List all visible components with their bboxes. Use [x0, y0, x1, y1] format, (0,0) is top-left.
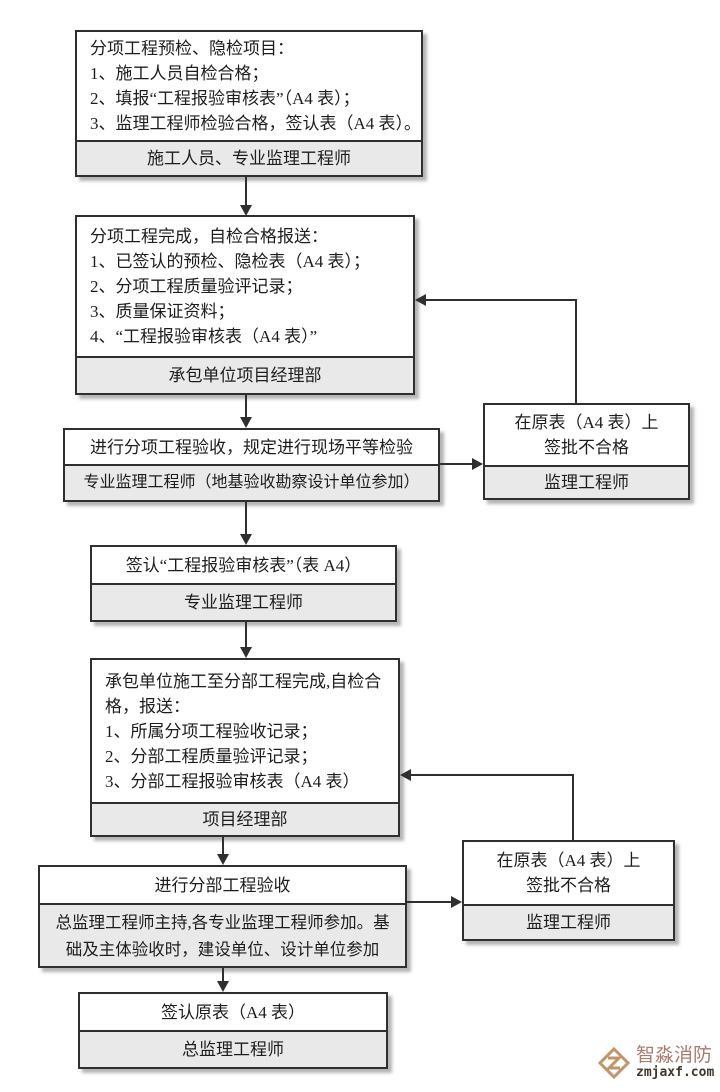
box-footer-role: 施工人员、专业监理工程师	[77, 140, 421, 175]
text-line: 2、分项工程质量验评记录；	[90, 277, 303, 296]
connector-reject2-back-box5	[411, 774, 574, 776]
box-body: 在原表（A4 表）上 签批不合格	[464, 842, 673, 904]
box-division-complete: 承包单位施工至分部工程完成,自检合 格，报送： 1、所属分项工程验收记录； 2、…	[90, 658, 400, 837]
text-line: 在原表（A4 表）上	[496, 851, 641, 870]
arrowhead-down-icon	[217, 854, 229, 865]
text-line: 在原表（A4 表）上	[514, 413, 659, 432]
box-footer-role: 承包单位项目经理部	[77, 356, 413, 393]
text-line: 3、分部工程报验审核表（A4 表）	[105, 771, 360, 791]
box-footer-role: 监理工程师	[485, 465, 688, 498]
text-line: 进行分项工程验收，规定进行现场平等检验	[90, 437, 413, 457]
arrowhead-down-icon	[240, 647, 252, 658]
text-line: 3、质量保证资料；	[90, 302, 235, 321]
watermark-text: 智淼消防 zmjaxf.com	[636, 1046, 714, 1080]
arrowhead-down-icon	[240, 205, 252, 216]
connector-reject1-back-box2	[426, 299, 577, 301]
text-line: 进行分部工程验收	[154, 875, 291, 895]
connector-box1-box2	[245, 177, 247, 206]
text-line: 1、已签认的预检、隐检表（A4 表）；	[90, 252, 371, 271]
box-body: 签认原表（A4 表）	[80, 994, 386, 1030]
arrowhead-right-icon	[472, 458, 483, 470]
box-body: 分项工程预检、隐检项目： 1、施工人员自检合格； 2、填报“工程报验审核表”（A…	[77, 32, 421, 140]
box-body: 在原表（A4 表）上 签批不合格	[485, 405, 688, 465]
watermark-title: 智淼消防	[636, 1045, 713, 1067]
arrowhead-down-icon	[240, 534, 252, 545]
box-reject-subitem: 在原表（A4 表）上 签批不合格 监理工程师	[483, 403, 690, 500]
box-body: 签认“工程报验审核表”（表 A4）	[92, 547, 395, 583]
box-footer-role: 专业监理工程师（地基验收勘察设计单位参加）	[65, 464, 438, 500]
text-line: 2、分部工程质量验评记录；	[105, 746, 318, 766]
connector-reject1-up	[575, 300, 577, 403]
arrowhead-left-icon	[415, 294, 426, 306]
text-line: 总监理工程师主持,各专业监理工程师参加。基	[55, 912, 390, 932]
box-body: 进行分部工程验收	[40, 867, 405, 903]
connector-reject2-up	[572, 775, 574, 840]
box-sign-original: 签认原表（A4 表） 总监理工程师	[78, 992, 388, 1069]
text-line: 3、监理工程师检验合格，签认表（A4 表）。	[90, 114, 422, 133]
text-line: 1、所属分项工程验收记录；	[105, 721, 318, 741]
box-footer-role: 项目经理部	[92, 802, 398, 835]
box-subitem-acceptance: 进行分项工程验收，规定进行现场平等检验 专业监理工程师（地基验收勘察设计单位参加…	[63, 428, 440, 502]
box-footer-role: 总监理工程师	[80, 1030, 386, 1067]
box-footer-role: 监理工程师	[464, 904, 673, 939]
text-line: 签批不合格	[526, 876, 611, 895]
text-line: 签认“工程报验审核表”（表 A4）	[125, 555, 362, 575]
arrowhead-left-icon	[400, 769, 411, 781]
arrowhead-down-icon	[240, 417, 252, 428]
box-body: 进行分项工程验收，规定进行现场平等检验	[65, 430, 438, 464]
connector-box4-box5	[245, 622, 247, 648]
box-body: 分项工程完成，自检合格报送： 1、已签认的预检、隐检表（A4 表）； 2、分项工…	[77, 217, 413, 356]
connector-box3-box4	[245, 502, 247, 535]
text-line: 1、施工人员自检合格；	[90, 64, 269, 83]
watermark: 智淼消防 zmjaxf.com	[597, 1046, 714, 1080]
box-reject-division: 在原表（A4 表）上 签批不合格 监理工程师	[462, 840, 675, 941]
connector-box3-reject1	[440, 463, 473, 465]
connector-box5-box6	[222, 837, 224, 855]
text-line: 2、填报“工程报验审核表”（A4 表）；	[90, 89, 360, 108]
connector-box6-box7	[222, 968, 224, 982]
text-line: 分项工程完成，自检合格报送：	[90, 227, 328, 246]
box-division-acceptance: 进行分部工程验收 总监理工程师主持,各专业监理工程师参加。基 础及主体验收时，建…	[38, 865, 407, 968]
connector-box2-box3	[245, 395, 247, 418]
zmjaxf-logo-icon	[597, 1046, 631, 1080]
text-line: 签批不合格	[544, 438, 629, 457]
box-sign-review-form: 签认“工程报验审核表”（表 A4） 专业监理工程师	[90, 545, 397, 622]
text-line: 础及主体验收时，建设单位、设计单位参加	[65, 939, 380, 959]
text-line: 签认原表（A4 表）	[160, 1002, 306, 1022]
box-body: 承包单位施工至分部工程完成,自检合 格，报送： 1、所属分项工程验收记录； 2、…	[92, 660, 398, 802]
box-subitem-complete: 分项工程完成，自检合格报送： 1、已签认的预检、隐检表（A4 表）； 2、分项工…	[75, 215, 415, 395]
box-subitem-precheck: 分项工程预检、隐检项目： 1、施工人员自检合格； 2、填报“工程报验审核表”（A…	[75, 30, 423, 177]
arrowhead-right-icon	[451, 896, 462, 908]
box-footer-role: 专业监理工程师	[92, 583, 395, 620]
box-footer-role: 总监理工程师主持,各专业监理工程师参加。基 础及主体验收时，建设单位、设计单位参…	[40, 903, 405, 966]
text-line: 承包单位施工至分部工程完成,自检合	[105, 671, 382, 691]
watermark-domain: zmjaxf.com	[636, 1065, 715, 1081]
text-line: 分项工程预检、隐检项目：	[90, 39, 294, 58]
text-line: 4、“工程报验审核表（A4 表）”	[90, 327, 318, 346]
arrowhead-down-icon	[217, 981, 229, 992]
connector-box6-reject2	[407, 901, 452, 903]
text-line: 格，报送：	[105, 696, 190, 716]
